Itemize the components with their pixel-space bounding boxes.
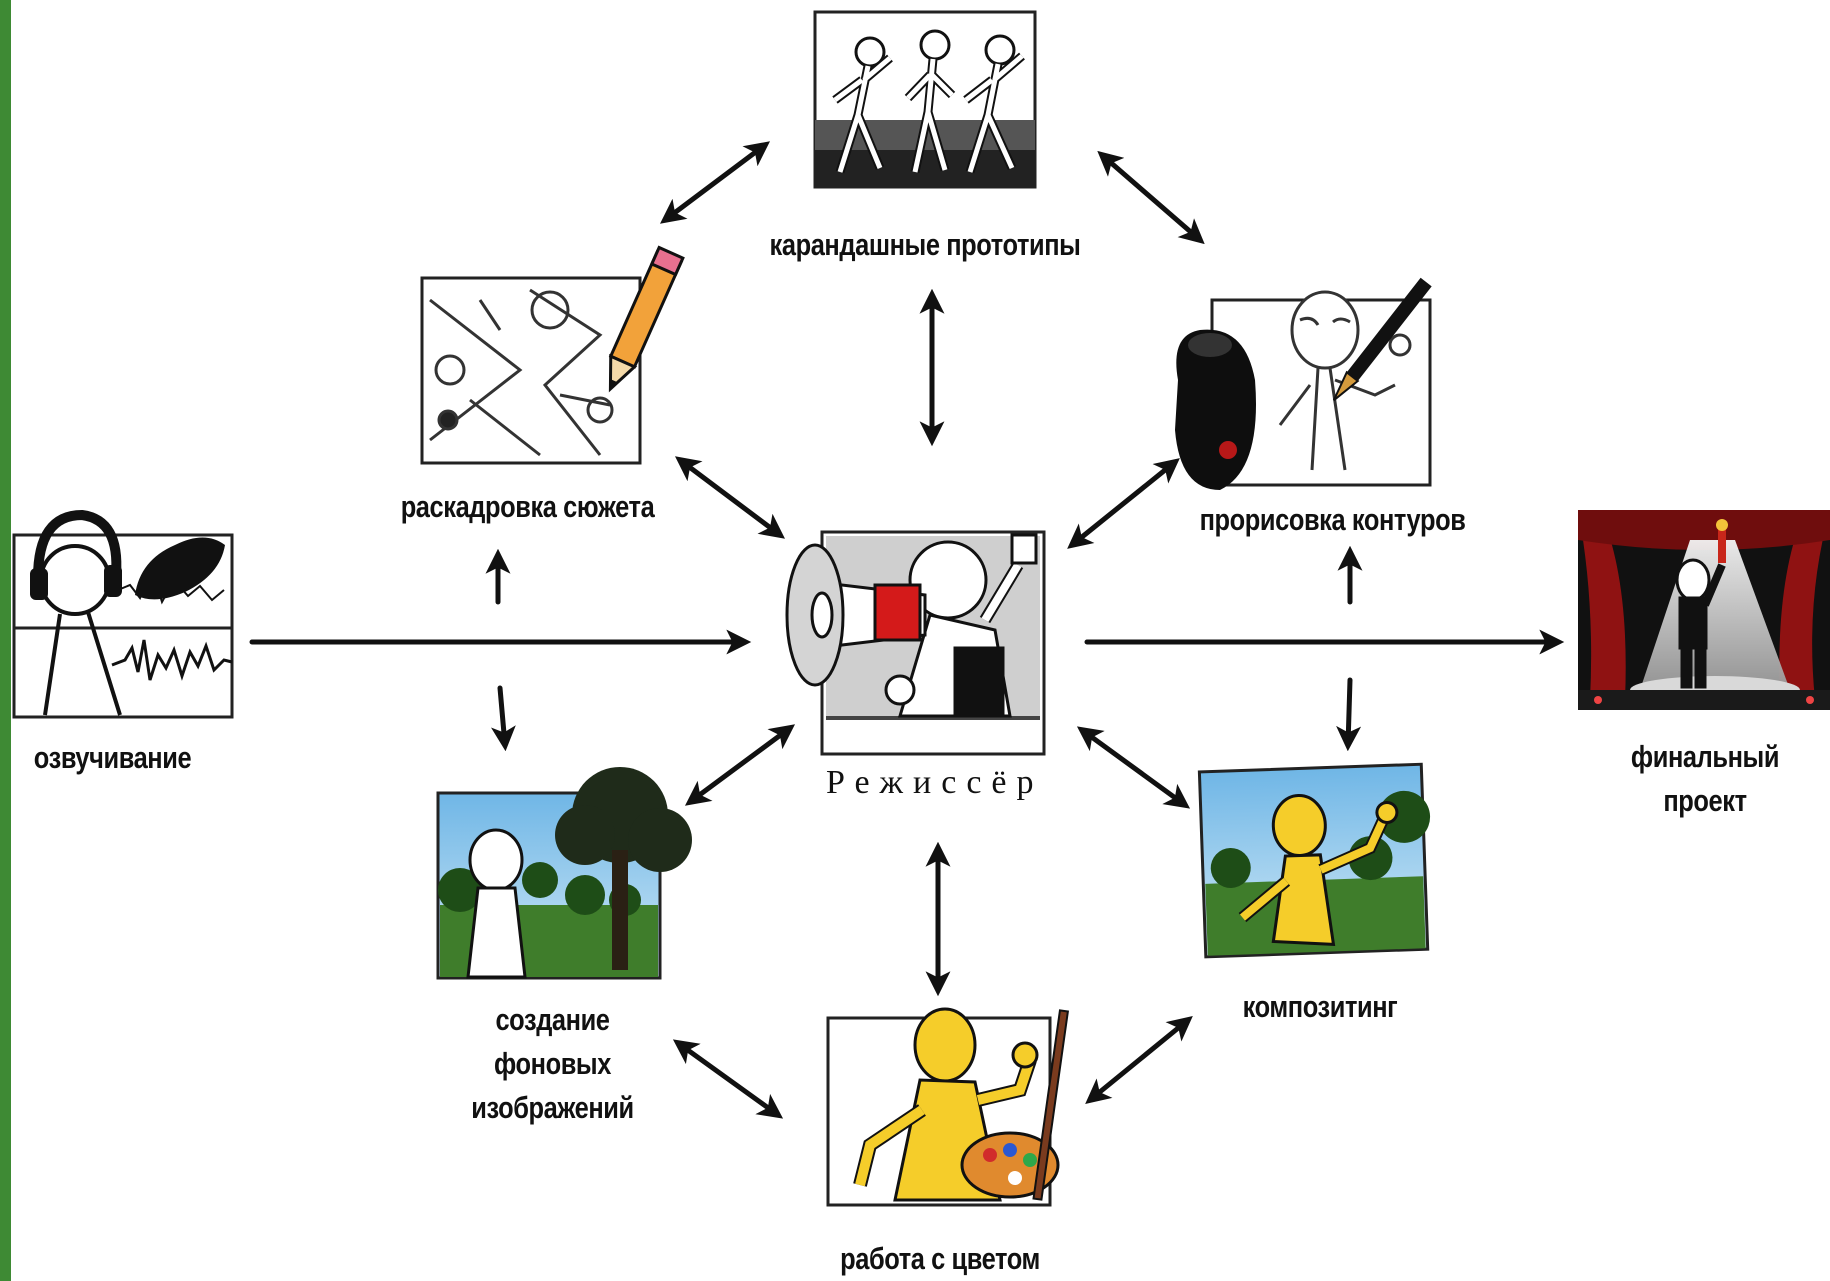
- cheering-character-icon: [1197, 762, 1431, 959]
- storyboard-pencil-icon: [420, 245, 685, 465]
- node-label-final-line1: финальный: [1630, 739, 1780, 774]
- arrow-down-backgrounds: [490, 685, 516, 752]
- node-label-storyboard: раскадровка сюжета: [400, 489, 655, 524]
- inking-pen-icon: [1175, 277, 1432, 490]
- arrow-inking-director: [1067, 458, 1180, 549]
- node-label-voice: озвучивание: [33, 740, 192, 775]
- node-label-backgrounds-line2: фоновых: [494, 1046, 611, 1081]
- headphones-waveform-icon: [12, 509, 234, 719]
- megaphone-director-icon: [785, 530, 1046, 756]
- arrow-down-compositing: [1336, 677, 1362, 752]
- node-label-backgrounds-line3: изображений: [471, 1090, 634, 1125]
- accent-bar: [0, 0, 11, 1281]
- node-label-backgrounds: создание фоновых изображений: [420, 998, 685, 1130]
- landscape-tree-icon: [436, 767, 692, 980]
- arrow-director-compositing: [1076, 726, 1191, 809]
- arrow-pencil-inking: [1097, 150, 1205, 245]
- node-label-inking: прорисовка контуров: [1199, 502, 1466, 537]
- stage-curtain-icon: [1578, 510, 1830, 710]
- node-label-director: Режиссёр: [826, 764, 1044, 801]
- walking-figures-icon: [813, 10, 1037, 189]
- node-label-pencil-tests: карандашные прототипы: [769, 227, 1081, 262]
- arrows: [249, 141, 1565, 1119]
- arrow-compositing-coloring: [1085, 1016, 1193, 1104]
- arrow-pencil-storyboard: [660, 141, 770, 224]
- arrow-backgrounds-coloring: [672, 1039, 784, 1119]
- node-label-final: финальный проект: [1600, 735, 1810, 823]
- node-label-final-line2: проект: [1663, 783, 1747, 818]
- arrow-director-backgrounds: [684, 724, 796, 806]
- arrow-storyboard-director: [675, 456, 785, 539]
- palette-brush-icon: [826, 1007, 1070, 1207]
- node-label-coloring: работа с цветом: [840, 1241, 1040, 1276]
- node-label-backgrounds-line1: создание: [495, 1002, 610, 1037]
- node-label-compositing: композитинг: [1242, 989, 1398, 1024]
